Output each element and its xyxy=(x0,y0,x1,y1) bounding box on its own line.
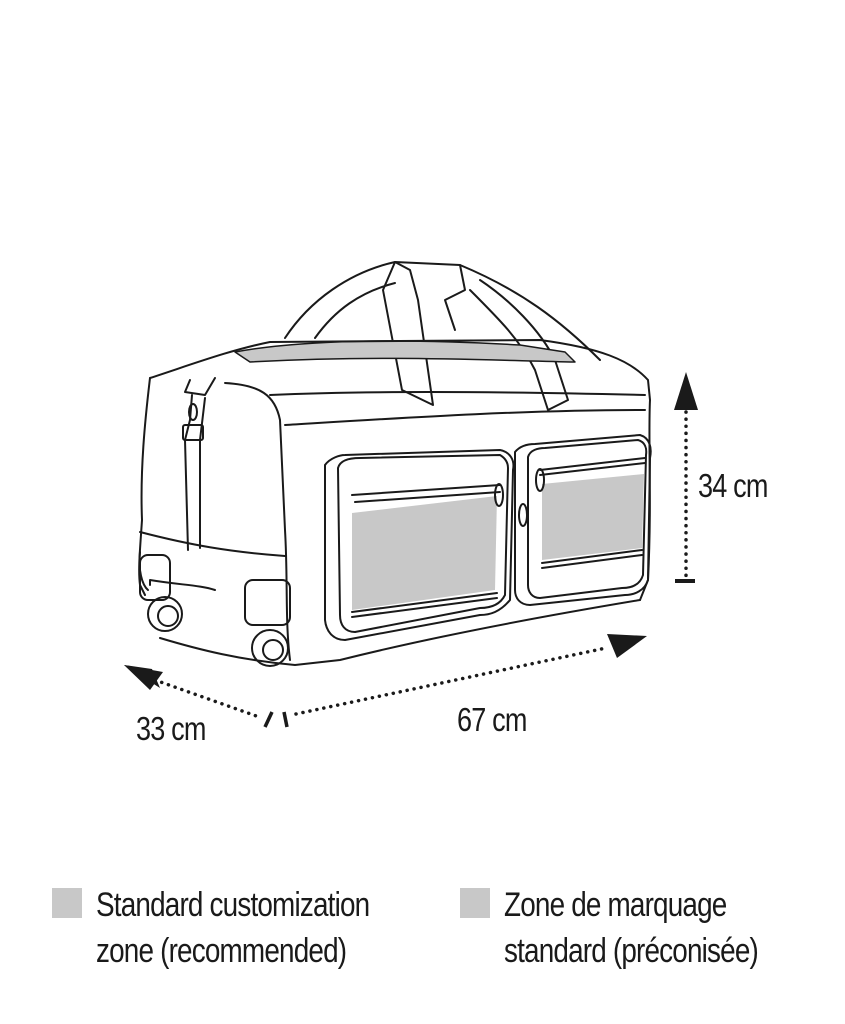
legend-line-2: standard (préconisée) xyxy=(504,932,759,970)
height-label: 34 cm xyxy=(698,467,768,504)
top-print-zone xyxy=(234,340,576,363)
height-dimension-arrow xyxy=(674,372,698,583)
legend-swatch xyxy=(460,888,490,918)
depth-label: 33 cm xyxy=(136,710,206,747)
carry-handles xyxy=(284,261,601,411)
legend-line-1: Zone de marquage xyxy=(504,886,727,924)
left-pocket-print-zone xyxy=(352,496,497,610)
legend-item-english: Standard customization zone (recommended… xyxy=(52,882,429,974)
depth-dimension-arrow xyxy=(124,665,274,728)
legend-text: Standard customization zone (recommended… xyxy=(96,882,370,974)
right-pocket-print-zone xyxy=(542,474,644,560)
width-dimension-arrow xyxy=(282,634,647,728)
legend-text: Zone de marquage standard (préconisée) xyxy=(504,882,759,974)
front-pocket-left xyxy=(324,449,515,641)
width-label: 67 cm xyxy=(457,701,527,738)
wheels xyxy=(138,551,291,667)
legend-item-french: Zone de marquage standard (préconisée) xyxy=(460,882,814,974)
legend-line-1: Standard customization xyxy=(96,886,370,924)
front-pocket-right xyxy=(514,434,652,606)
legend-swatch xyxy=(52,888,82,918)
legend-line-2: zone (recommended) xyxy=(96,932,347,970)
